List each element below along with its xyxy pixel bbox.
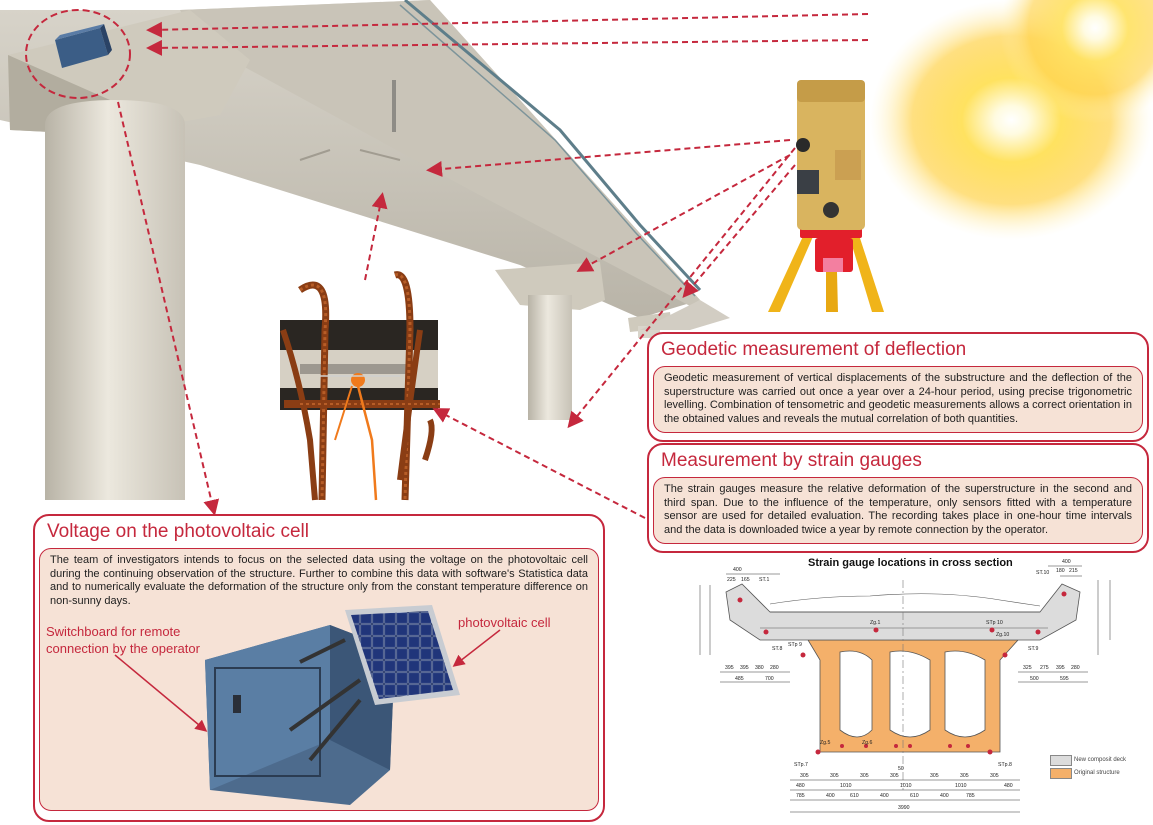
- geodetic-title: Geodetic measurement of deflection: [661, 339, 967, 360]
- svg-text:STp 10: STp 10: [986, 620, 1003, 626]
- svg-text:280: 280: [1071, 665, 1080, 671]
- svg-text:380: 380: [755, 665, 764, 671]
- svg-text:785: 785: [966, 793, 975, 799]
- svg-text:395: 395: [725, 665, 734, 671]
- legend-swatch-deck: [1050, 755, 1072, 766]
- svg-text:325: 325: [1023, 665, 1032, 671]
- legend-label-original: Original structure: [1074, 770, 1120, 776]
- svg-text:485: 485: [735, 676, 744, 682]
- svg-text:STp.7: STp.7: [794, 762, 808, 768]
- legend-swatch-original: [1050, 768, 1072, 779]
- bridge: [0, 0, 730, 500]
- total-station: [768, 80, 884, 312]
- svg-text:ST.9: ST.9: [1028, 646, 1038, 652]
- strain-panel: Measurement by strain gauges The strain …: [647, 443, 1149, 553]
- svg-text:480: 480: [1004, 783, 1013, 789]
- switchboard-callout: Switchboard for remote connection by the…: [46, 624, 200, 656]
- svg-text:610: 610: [850, 793, 859, 799]
- switchboard-highlight-circle: [25, 9, 131, 99]
- legend-label-deck: New composit deck: [1074, 757, 1127, 763]
- svg-text:305: 305: [990, 773, 999, 779]
- svg-text:400: 400: [1062, 559, 1071, 565]
- svg-text:400: 400: [880, 793, 889, 799]
- svg-text:1010: 1010: [955, 783, 967, 789]
- svg-text:280: 280: [770, 665, 779, 671]
- voltage-title: Voltage on the photovoltaic cell: [47, 521, 309, 542]
- geodetic-text: Geodetic measurement of vertical displac…: [653, 366, 1143, 434]
- svg-text:ST.8: ST.8: [772, 646, 782, 652]
- svg-text:610: 610: [910, 793, 919, 799]
- svg-text:Zg.10: Zg.10: [996, 632, 1009, 638]
- svg-text:500: 500: [1030, 676, 1039, 682]
- svg-text:225: 225: [727, 577, 736, 583]
- svg-text:275: 275: [1040, 665, 1049, 671]
- svg-text:700: 700: [765, 676, 774, 682]
- strain-gauge-photo: [280, 271, 440, 501]
- svg-text:305: 305: [960, 773, 969, 779]
- svg-text:215: 215: [1069, 568, 1078, 574]
- svg-text:STp.8: STp.8: [998, 762, 1012, 768]
- strain-title: Measurement by strain gauges: [661, 450, 922, 471]
- cross-section-title: Strain gauge locations in cross section: [808, 557, 1013, 569]
- svg-text:400: 400: [733, 567, 742, 573]
- svg-text:305: 305: [800, 773, 809, 779]
- svg-text:Zg.1: Zg.1: [870, 620, 880, 626]
- svg-text:480: 480: [796, 783, 805, 789]
- svg-text:785: 785: [796, 793, 805, 799]
- geodetic-panel: Geodetic measurement of deflection Geode…: [647, 332, 1149, 442]
- svg-text:395: 395: [1056, 665, 1065, 671]
- svg-text:1010: 1010: [840, 783, 852, 789]
- strain-text: The strain gauges measure the relative d…: [653, 477, 1143, 545]
- svg-text:305: 305: [860, 773, 869, 779]
- svg-text:180: 180: [1056, 568, 1065, 574]
- svg-text:Zg.6: Zg.6: [862, 740, 872, 746]
- svg-text:400: 400: [940, 793, 949, 799]
- svg-text:305: 305: [830, 773, 839, 779]
- svg-text:305: 305: [930, 773, 939, 779]
- svg-text:400: 400: [826, 793, 835, 799]
- svg-text:305: 305: [890, 773, 899, 779]
- svg-text:STp 9: STp 9: [788, 642, 802, 648]
- svg-text:395: 395: [740, 665, 749, 671]
- photovoltaic-callout: photovoltaic cell: [458, 615, 551, 630]
- svg-text:3990: 3990: [898, 805, 910, 811]
- svg-text:165: 165: [741, 577, 750, 583]
- svg-text:1010: 1010: [900, 783, 912, 789]
- switchboard-on-bridge: [55, 24, 112, 68]
- svg-text:Zg.5: Zg.5: [820, 740, 830, 746]
- svg-text:50: 50: [898, 766, 904, 772]
- svg-text:595: 595: [1060, 676, 1069, 682]
- svg-text:ST.10: ST.10: [1036, 570, 1049, 576]
- svg-text:ST.1: ST.1: [759, 577, 769, 583]
